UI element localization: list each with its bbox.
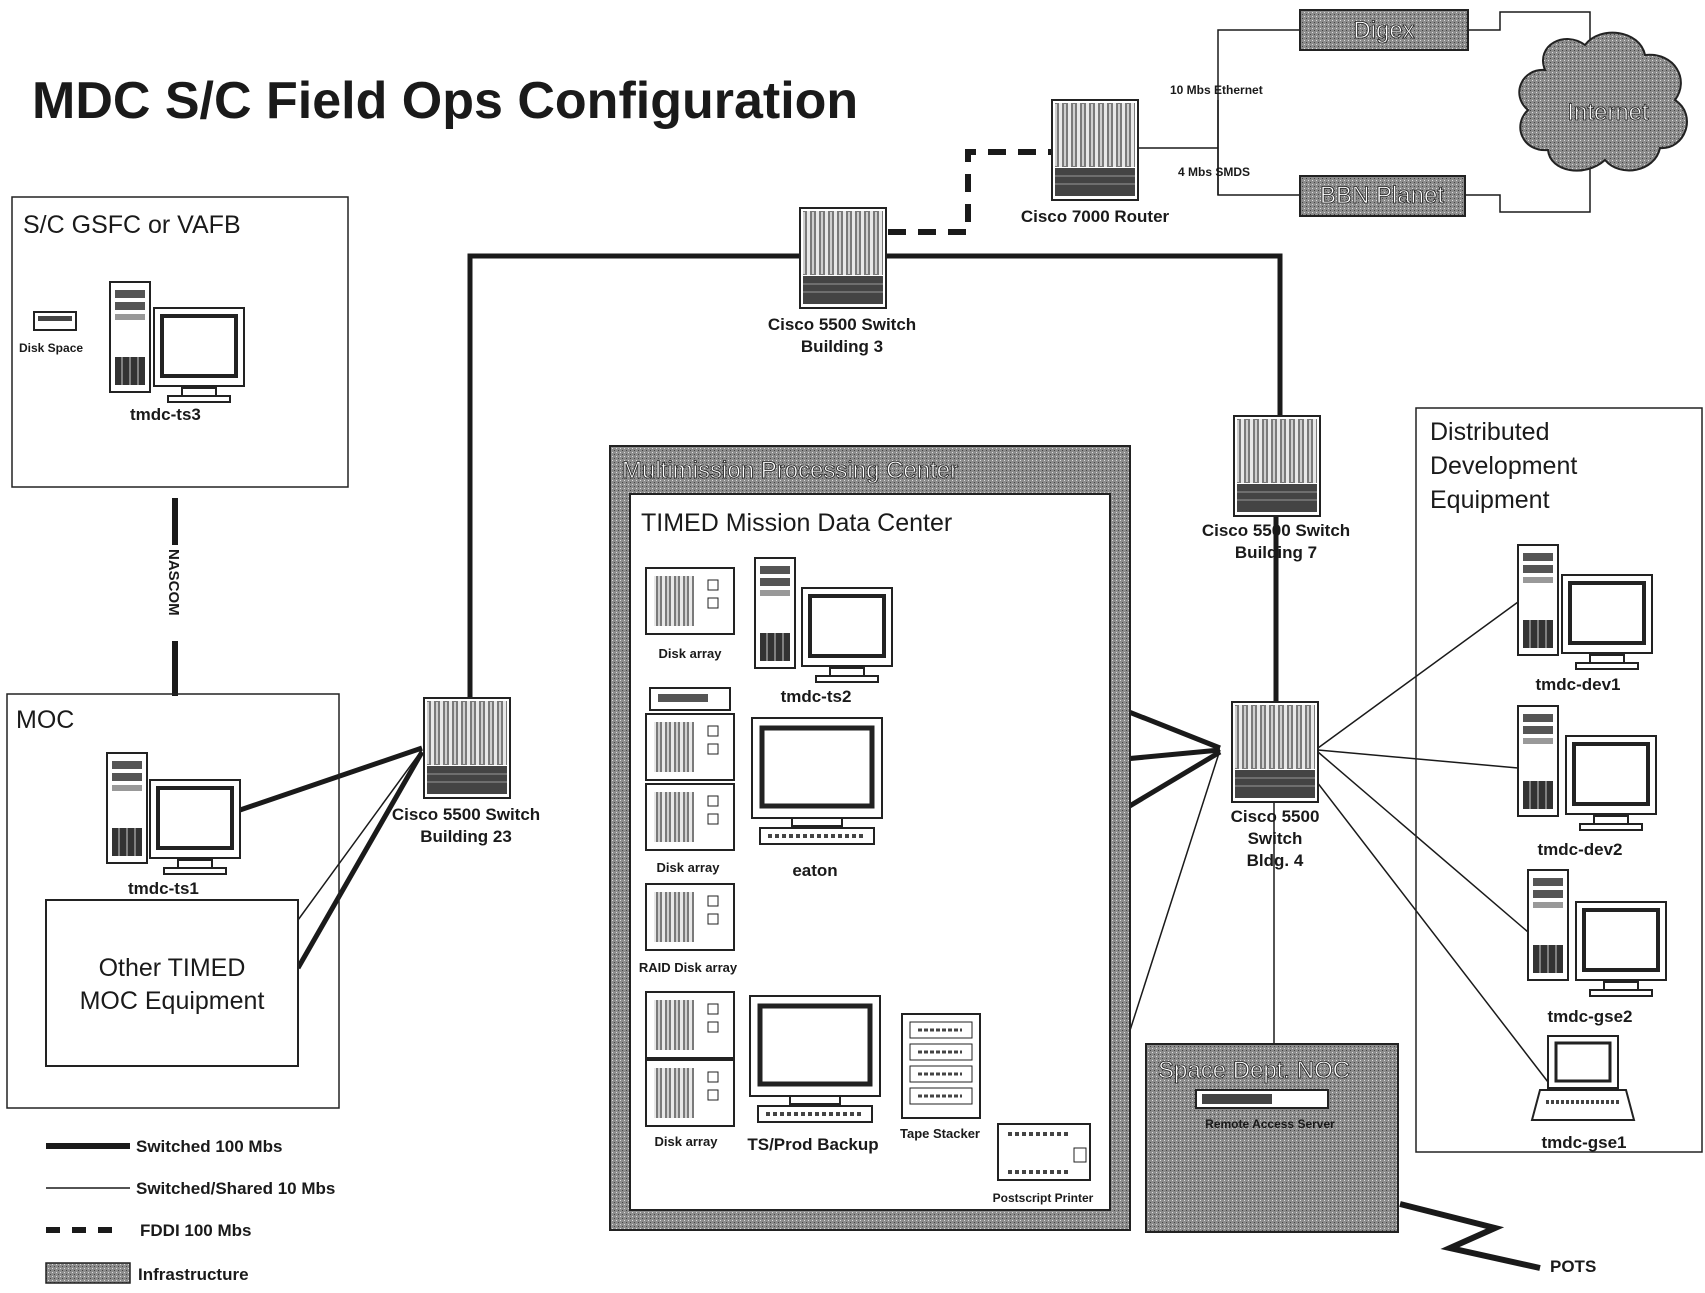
- tape-stacker-icon: [901, 1013, 981, 1119]
- gse2-tower-icon: [1527, 869, 1569, 981]
- switch-b23-label-1: Cisco 5500 Switch: [392, 805, 540, 824]
- switch-b7-label-2: Building 7: [1235, 543, 1317, 562]
- link-b23-ts1: [239, 745, 423, 813]
- switch-bldg4-icon: [1231, 701, 1319, 803]
- disk-array-3-icon: [645, 991, 735, 1127]
- region-tmdc-label: TIMED Mission Data Center: [641, 509, 952, 537]
- link-b3-b23: [467, 253, 800, 700]
- dev2-monitor-icon: [1564, 734, 1658, 832]
- raid-label: RAID Disk array: [639, 960, 738, 975]
- gse1-label: tmdc-gse1: [1541, 1133, 1626, 1152]
- legend-infra-label: Infrastructure: [138, 1265, 249, 1284]
- distributed-label-3: Equipment: [1430, 486, 1550, 514]
- link-b4-gse1: [1299, 759, 1549, 1083]
- link-b4-gse2: [1317, 751, 1529, 933]
- noc-label: Space Dept. NOC: [1158, 1057, 1350, 1084]
- legend-fddi-label: FDDI 100 Mbs: [140, 1221, 251, 1240]
- other-moc-label-2: MOC Equipment: [80, 987, 265, 1015]
- switch-b4-label-2: Switch: [1248, 829, 1303, 848]
- eaton-label: eaton: [792, 861, 837, 880]
- region-moc-label: MOC: [16, 706, 74, 734]
- disk-array-2-label: Disk array: [657, 860, 721, 875]
- ethernet-label: 10 Mbs Ethernet: [1170, 83, 1263, 97]
- dev2-tower-icon: [1517, 705, 1559, 817]
- bbn-box: [1299, 175, 1466, 217]
- tmdc-ts3-tower-icon: [109, 281, 151, 393]
- disk-array-2-icon: [645, 687, 735, 851]
- disk-array-1-icon: [645, 567, 735, 635]
- region-mpc-label: Multimission Processing Center: [622, 457, 958, 484]
- legend-switched100-label: Switched 100 Mbs: [136, 1137, 282, 1156]
- switch-building7-icon: [1233, 415, 1321, 517]
- smds-label: 4 Mbs SMDS: [1178, 165, 1250, 179]
- region-distributed: Distributed Development Equipment: [1415, 407, 1703, 1153]
- digex-label: Digex: [1353, 17, 1414, 44]
- digex-box: [1299, 9, 1469, 51]
- internet-label: Internet: [1567, 99, 1649, 126]
- internet-cloud-icon: [1518, 31, 1688, 172]
- bbn-label: BBN Planet: [1320, 182, 1444, 209]
- legend-switched10-label: Switched/Shared 10 Mbs: [136, 1179, 335, 1198]
- remote-access-label: Remote Access Server: [1205, 1117, 1335, 1131]
- tmdc-ts1-monitor-icon: [148, 778, 242, 876]
- tmdc-ts1-tower-icon: [106, 752, 148, 864]
- tmdc-ts2-tower-icon: [754, 557, 796, 669]
- tmdc-ts3-monitor-icon: [152, 306, 246, 404]
- legend-swatch-infra: [45, 1262, 131, 1284]
- switch-building23-icon: [423, 697, 511, 799]
- link-b23-other-moc: [295, 750, 425, 970]
- printer-icon: [997, 1123, 1091, 1181]
- dev1-monitor-icon: [1560, 573, 1654, 671]
- page-title: MDC S/C Field Ops Configuration: [32, 72, 858, 130]
- nascom-label: NASCOM: [165, 549, 182, 616]
- link-fddi: [888, 149, 1052, 235]
- pots-label: POTS: [1550, 1257, 1596, 1276]
- region-gsfc: S/C GSFC or VAFB Disk Space tmdc-ts3: [11, 196, 349, 488]
- region-gsfc-label: S/C GSFC or VAFB: [23, 211, 241, 239]
- legend: Switched 100 Mbs Switched/Shared 10 Mbs …: [45, 1137, 335, 1284]
- pots-link-icon: [1399, 1201, 1541, 1271]
- distributed-label-1: Distributed: [1430, 418, 1550, 446]
- link-b3-b7: [885, 253, 1283, 418]
- gse2-monitor-icon: [1574, 900, 1668, 998]
- link-b4-dev1: [1317, 601, 1519, 749]
- tmdc-ts3-label: tmdc-ts3: [130, 405, 201, 424]
- link-bbn: [1217, 100, 1300, 196]
- ts-backup-label: TS/Prod Backup: [747, 1135, 878, 1154]
- switch-b3-label-2: Building 3: [801, 337, 883, 356]
- switch-b23-label-2: Building 23: [420, 827, 512, 846]
- distributed-label-2: Development: [1430, 452, 1577, 480]
- raid-array-icon: [645, 883, 735, 951]
- region-noc: Space Dept. NOC Remote Access Server: [1145, 1043, 1399, 1233]
- tmdc-ts1-label: tmdc-ts1: [128, 879, 199, 898]
- link-digex-internet: [1468, 11, 1591, 52]
- dev2-label: tmdc-dev2: [1537, 840, 1622, 859]
- printer-label: Postscript Printer: [993, 1191, 1094, 1205]
- switch-b3-label-1: Cisco 5500 Switch: [768, 315, 916, 334]
- switch-b4-label-1: Cisco 5500: [1231, 807, 1320, 826]
- dev1-label: tmdc-dev1: [1535, 675, 1620, 694]
- tmdc-ts2-label: tmdc-ts2: [781, 687, 852, 706]
- switch-building3-icon: [799, 207, 887, 309]
- region-moc: MOC tmdc-ts1 Other TIMED MOC Equipment: [6, 693, 340, 1109]
- link-b23-other-moc-thin: [297, 749, 423, 921]
- other-moc-label-1: Other TIMED: [99, 954, 246, 982]
- gse2-label: tmdc-gse2: [1547, 1007, 1632, 1026]
- link-bbn-internet: [1465, 168, 1591, 213]
- router-icon: [1051, 99, 1139, 201]
- other-moc-box: [45, 899, 299, 1067]
- disk-space-icon: [33, 311, 77, 331]
- link-b4-dev2: [1317, 749, 1519, 769]
- router-label: Cisco 7000 Router: [1021, 207, 1170, 226]
- gse1-laptop-icon: [1530, 1035, 1636, 1121]
- disk-space-label: Disk Space: [19, 341, 83, 355]
- tape-stacker-label: Tape Stacker: [900, 1126, 980, 1141]
- disk-array-1-label: Disk array: [659, 646, 723, 661]
- dev1-tower-icon: [1517, 544, 1559, 656]
- switch-b4-label-3: Bldg. 4: [1247, 851, 1304, 870]
- disk-array-3-label: Disk array: [655, 1134, 719, 1149]
- switch-b7-label-1: Cisco 5500 Switch: [1202, 521, 1350, 540]
